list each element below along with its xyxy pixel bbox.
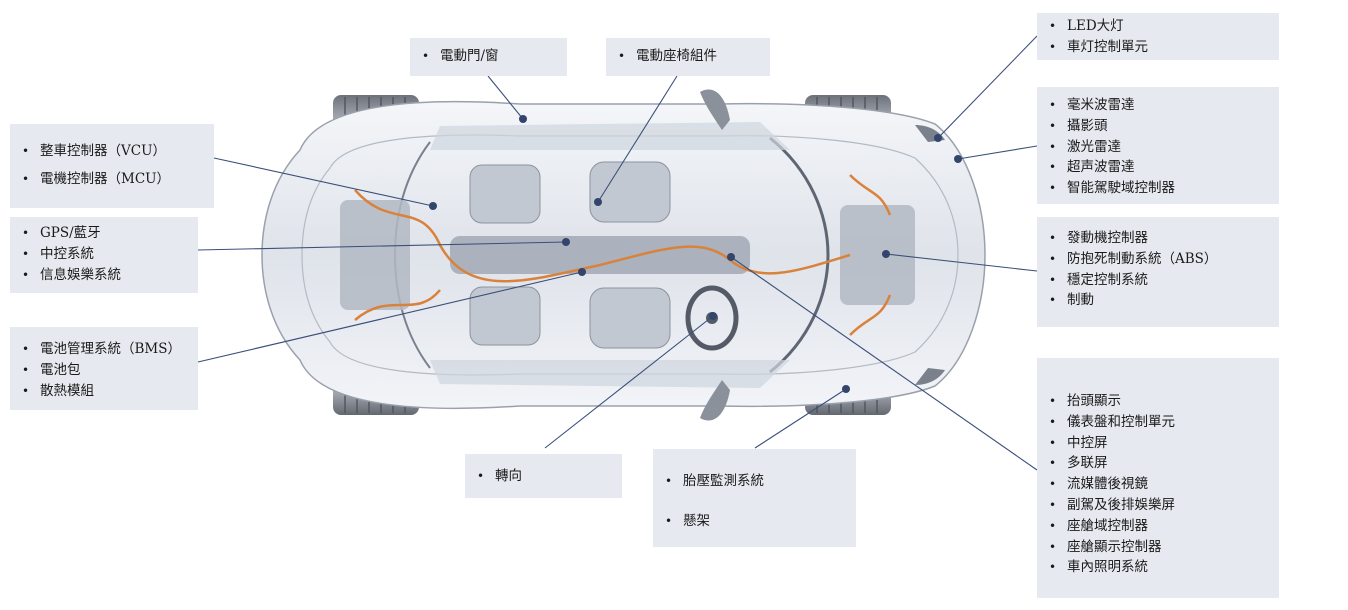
leader-tire [754, 388, 847, 449]
label-lidar: 激光雷達 [1037, 137, 1279, 158]
leader-headlight [937, 35, 1038, 139]
side-window-right [430, 360, 790, 388]
label-camera: 攝影頭 [1037, 116, 1279, 137]
mirror-right [700, 380, 730, 421]
label-streaming-mirror: 流媒體後視鏡 [1037, 474, 1279, 495]
label-interior-lighting: 車內照明系統 [1037, 557, 1279, 578]
label-center-screen: 中控屏 [1037, 433, 1279, 454]
label-box-chassis-control: 發動機控制器 防抱死制動系統（ABS） 穩定控制系統 制動 [1037, 217, 1279, 327]
center-tunnel [450, 236, 750, 274]
label-vcu: 整車控制器（VCU） [10, 137, 214, 165]
mirror-left [700, 89, 730, 130]
label-passenger-rear-screen: 副駕及後排娛樂屏 [1037, 495, 1279, 516]
label-ultrasonic-radar: 超声波雷達 [1037, 157, 1279, 178]
leader-chassis [885, 253, 1038, 272]
label-stability-control: 穩定控制系統 [1037, 270, 1279, 291]
label-hud: 抬頭顯示 [1037, 391, 1279, 412]
label-steering: 轉向 [465, 466, 622, 487]
label-box-adas: 毫米波雷達 攝影頭 激光雷達 超声波雷達 智能駕駛域控制器 [1037, 87, 1279, 204]
label-braking: 制動 [1037, 290, 1279, 311]
label-power-seat: 電動座椅組件 [606, 46, 770, 67]
label-gps-bluetooth: GPS/藍牙 [10, 223, 198, 244]
leader-door [487, 75, 524, 120]
label-box-vcu-mcu: 整車控制器（VCU） 電機控制器（MCU） [10, 124, 214, 208]
label-light-control-unit: 車灯控制單元 [1037, 37, 1279, 58]
leader-gps [197, 241, 567, 251]
label-box-steering: 轉向 [465, 454, 622, 498]
label-adas-domain-controller: 智能駕駛域控制器 [1037, 178, 1279, 199]
label-central-control: 中控系統 [10, 244, 198, 265]
label-instrument-cluster: 儀表盤和控制單元 [1037, 412, 1279, 433]
label-infotainment: 信息娛樂系統 [10, 265, 198, 286]
rear-drive-unit [340, 200, 410, 310]
headlight-right [915, 368, 945, 385]
label-mmwave-radar: 毫米波雷達 [1037, 95, 1279, 116]
label-box-door-window: 電動門/窗 [410, 38, 567, 76]
label-box-gps-infotainment: GPS/藍牙 中控系統 信息娛樂系統 [10, 217, 198, 293]
label-cooling-module: 散熱模組 [10, 381, 198, 402]
windshield [769, 136, 830, 374]
label-battery-pack: 電池包 [10, 360, 198, 381]
label-abs: 防抱死制動系統（ABS） [1037, 249, 1279, 270]
side-window-left [430, 122, 790, 150]
label-power-door-window: 電動門/窗 [410, 46, 567, 67]
label-multi-screen: 多联屏 [1037, 453, 1279, 474]
leader-adas [957, 145, 1038, 160]
leader-battery [197, 271, 583, 363]
label-box-headlight: LED大灯 車灯控制單元 [1037, 13, 1279, 60]
label-box-cockpit: 抬頭顯示 儀表盤和控制單元 中控屏 多联屏 流媒體後視鏡 副駕及後排娛樂屏 座艙… [1037, 358, 1279, 598]
label-mcu: 電機控制器（MCU） [10, 165, 214, 193]
label-box-seat: 電動座椅組件 [606, 38, 770, 76]
label-cockpit-display-controller: 座艙顯示控制器 [1037, 537, 1279, 558]
seats [469, 161, 671, 349]
leader-steering [544, 315, 714, 449]
wiring-harness [354, 174, 892, 336]
anchor-dots [429, 115, 962, 393]
label-cockpit-domain-controller: 座艙域控制器 [1037, 516, 1279, 537]
label-led-headlight: LED大灯 [1037, 16, 1279, 37]
label-suspension: 懸架 [653, 507, 856, 535]
label-box-battery: 電池管理系統（BMS） 電池包 散熱模組 [10, 327, 198, 410]
leader-cockpit [730, 256, 1038, 471]
label-tpms: 胎壓監測系統 [653, 467, 856, 495]
leader-vcu-mcu [213, 157, 434, 207]
label-box-tire-suspension: 胎壓監測系統 懸架 [653, 449, 856, 547]
label-bms: 電池管理系統（BMS） [10, 339, 198, 360]
label-engine-controller: 發動機控制器 [1037, 228, 1279, 249]
leader-seat [597, 75, 678, 203]
front-motor-block [840, 205, 915, 305]
leader-lines [197, 35, 1038, 471]
